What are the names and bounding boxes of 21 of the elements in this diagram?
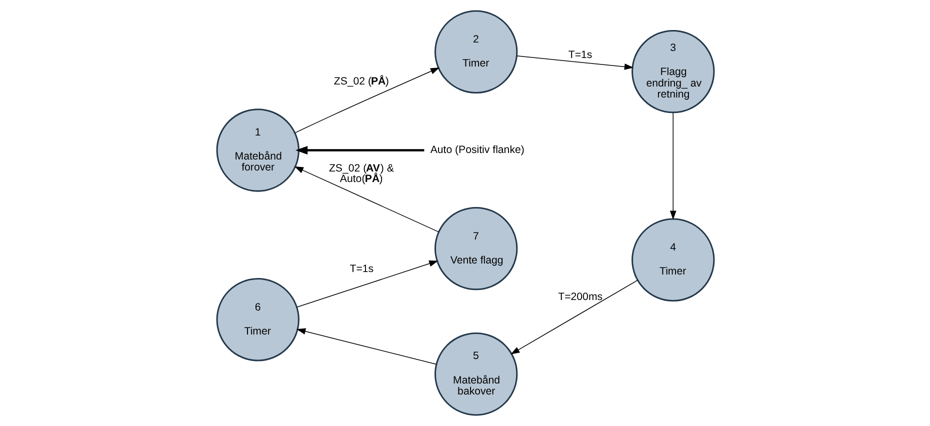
arrow (294, 146, 424, 154)
arrow (294, 68, 440, 134)
node-circle: 3 Flagg endring_ av retning (631, 30, 714, 114)
arrow (510, 280, 638, 354)
node-circle: 5 Matebånd bakover (434, 332, 518, 416)
node-circle: 6 Timer (216, 278, 299, 362)
edge-label: ZS_02 (PÅ) (333, 76, 388, 88)
node-circle: 2 Timer (434, 10, 518, 94)
node-text: Auto (Positiv flanke) (430, 144, 524, 156)
edge-label: ZS_02 (AV) & Auto(PÅ) (328, 162, 394, 186)
node-circle: 1 Matebånd forover (216, 108, 299, 192)
arrow (516, 56, 634, 70)
arrow (296, 260, 438, 308)
edge-label: T=1s (568, 49, 592, 62)
arrow (294, 166, 439, 232)
edge-label: T=200ms (558, 291, 602, 304)
node-circle: 7 Vente flagg (434, 206, 518, 290)
edge-label: T=1s (349, 263, 374, 276)
node-circle: 4 Timer (631, 218, 714, 302)
arrow (669, 112, 676, 220)
arrow (296, 328, 436, 365)
